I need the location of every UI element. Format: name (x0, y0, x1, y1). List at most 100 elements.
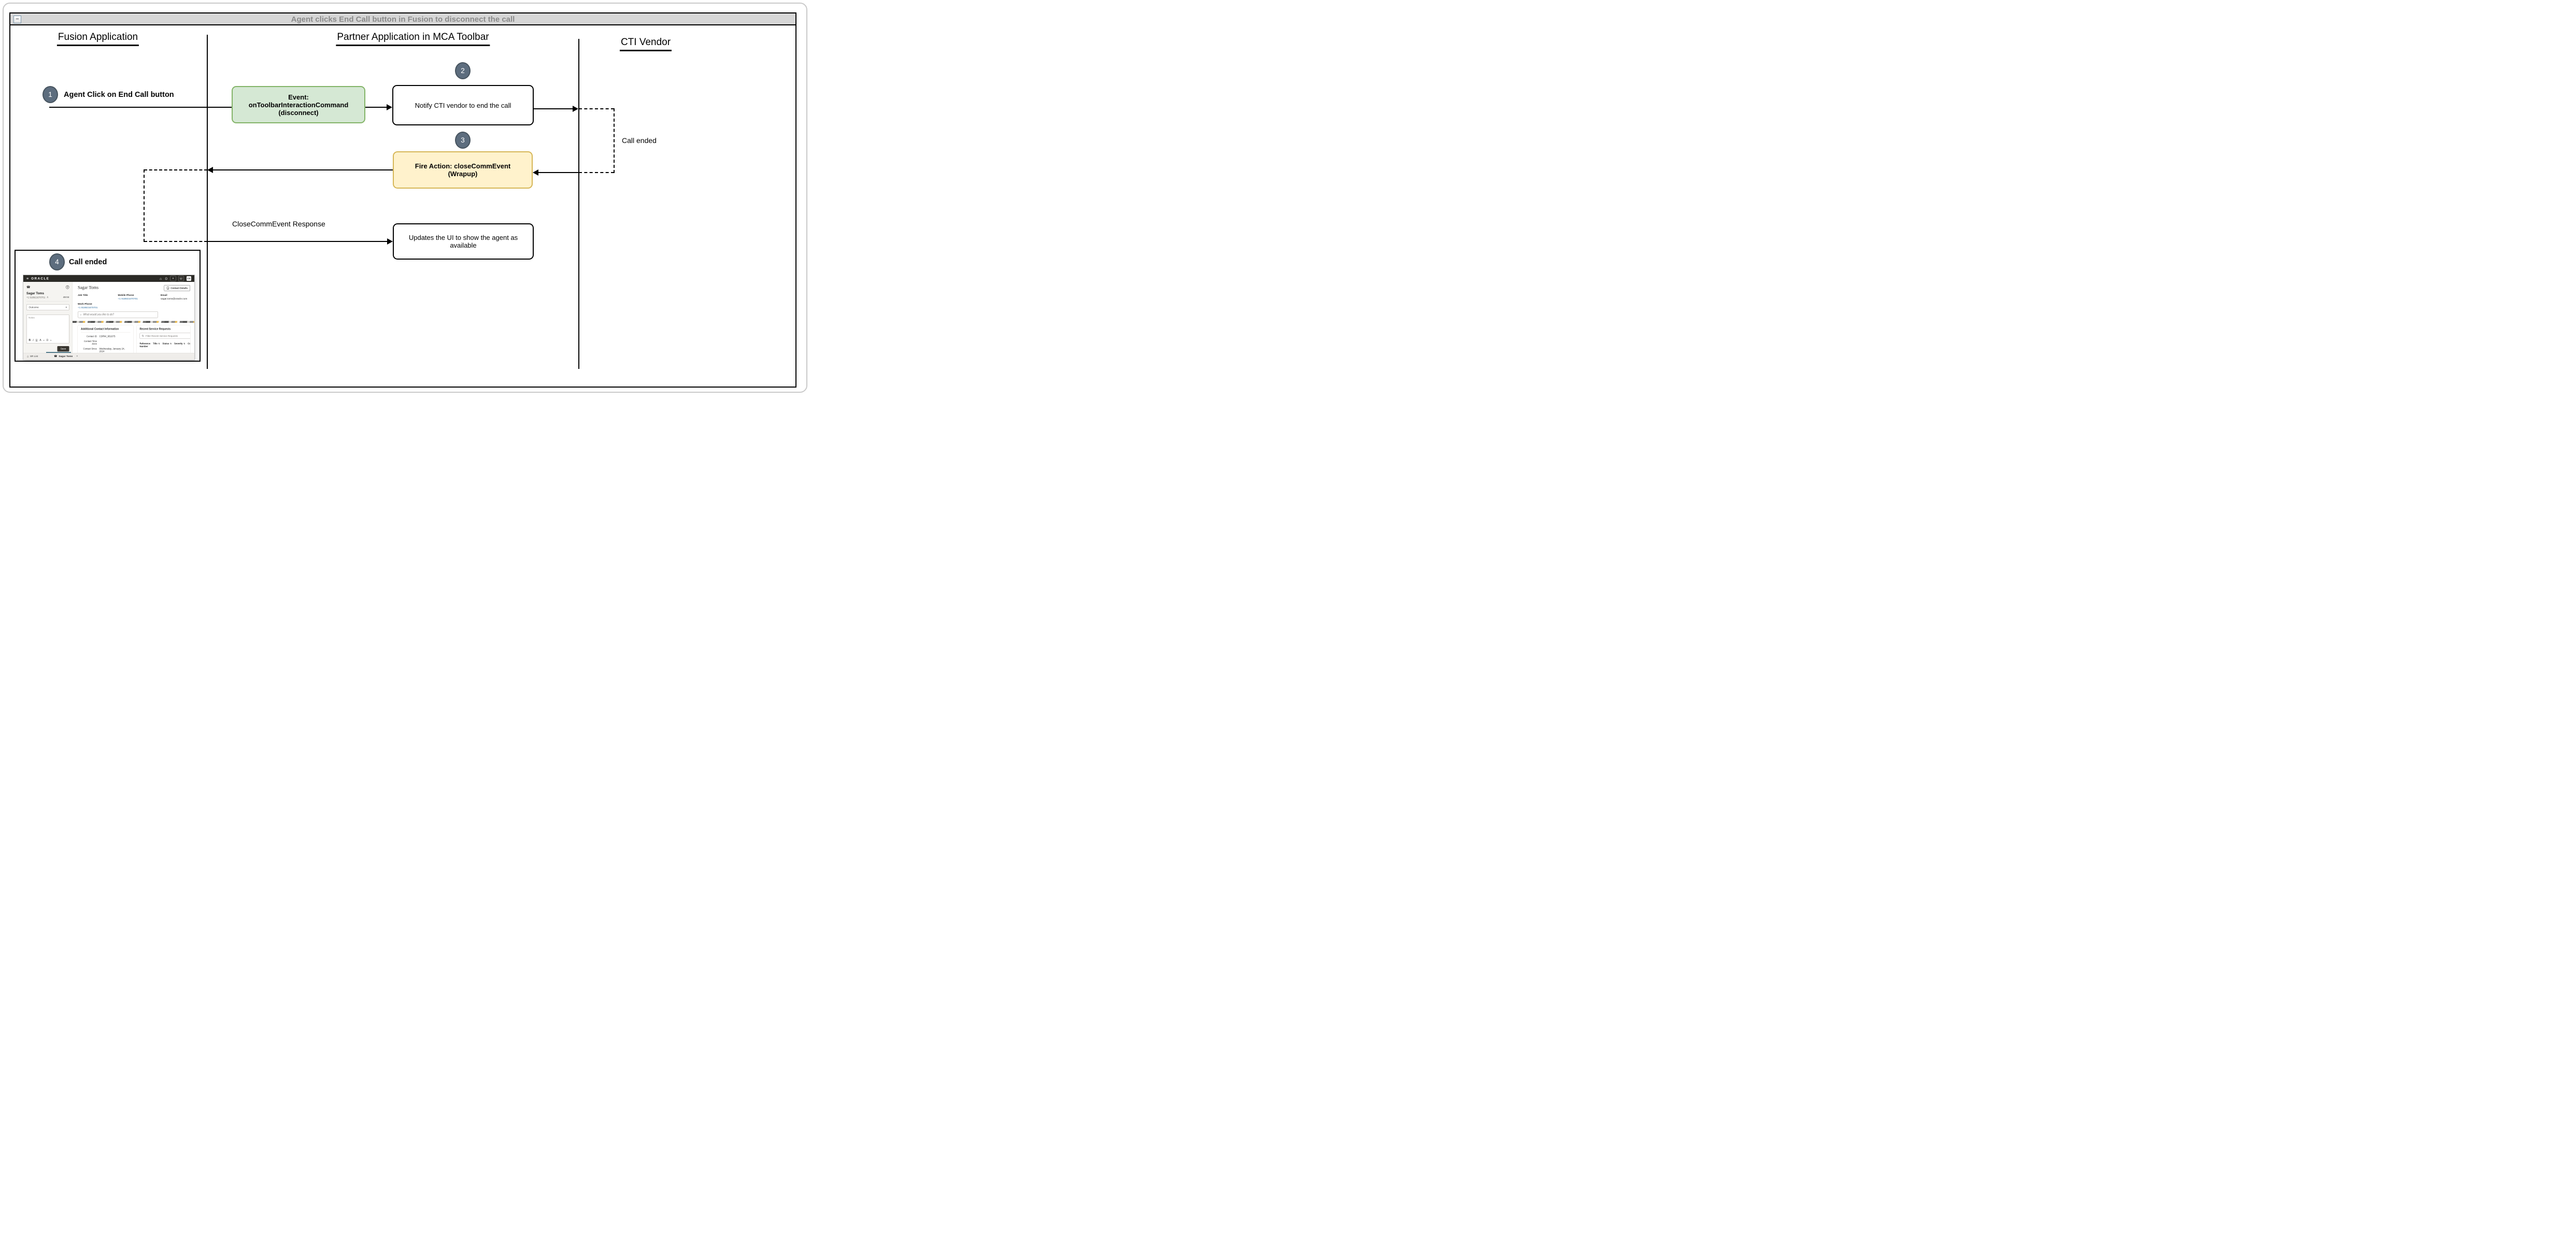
content-cards: Additional Contact Information Contact I… (78, 325, 190, 353)
card-title: Recent Service Requests (139, 327, 171, 331)
person-icon (47, 296, 49, 298)
arrow-line-cti-to-fire (538, 172, 579, 173)
font-color-button[interactable]: A (39, 339, 41, 342)
assistant-search-input[interactable]: › What would you like to do? (78, 311, 158, 318)
node-text: Notify CTI vendor to end the call (415, 101, 511, 109)
node-event-ontoolbarinteractioncommand: Event: onToolbarInteractionCommand (disc… (232, 86, 365, 123)
arrowhead-response-to-updates (387, 238, 393, 245)
arrowhead-fire-to-partner (207, 167, 213, 173)
chevron-down-icon: ▾ (43, 339, 45, 341)
notes-placeholder: Notes (29, 316, 35, 319)
sort-icon: ⇅ (158, 342, 160, 345)
caller-number: +1 918921670701 (26, 296, 46, 299)
home-icon[interactable]: ⌂ (160, 276, 162, 281)
document-icon (167, 287, 169, 290)
field-job-title: Job Title (78, 294, 88, 297)
diagram-titlebar: − Agent clicks End Call button in Fusion… (10, 13, 795, 25)
card-title: Additional Contact Information (81, 327, 119, 331)
bold-button[interactable]: B (29, 339, 31, 342)
italic-button[interactable]: I (33, 339, 34, 342)
column-contact[interactable]: Contact (188, 342, 190, 345)
collapse-button[interactable]: − (13, 16, 21, 23)
phone-link[interactable]: +1 918921670701 (78, 306, 98, 309)
service-requests-header-row: Reference Number Title⇅ Status⇅ Severity… (139, 342, 191, 351)
dashed-line-fusion-top (144, 169, 207, 170)
decorative-stripe-divider (73, 321, 194, 323)
contact-details-label: Contact Details (170, 287, 188, 290)
notes-format-toolbar: B I U A ▾ Ω ▾ (29, 339, 52, 342)
additional-contact-info-card: Additional Contact Information Contact I… (78, 325, 134, 353)
sr-list-tab[interactable]: SR List (30, 355, 38, 358)
arrow-line-fire-to-partner (212, 169, 393, 170)
search-icon (141, 335, 144, 337)
symbol-button[interactable]: Ω (46, 339, 49, 342)
contact-tab[interactable]: ☎ Sagar Toms × (54, 355, 78, 358)
notes-textarea[interactable]: Notes B I U A ▾ Ω ▾ (26, 315, 69, 344)
avatar-initials[interactable]: CS (187, 276, 191, 281)
collapse-icon: − (16, 16, 19, 22)
app-body: ☎ ⓘ Sagar Toms +1 918921670701 49:04 (23, 282, 194, 353)
aci-row-contact-since: Contact Since Wednesday, January 24, 202… (83, 347, 125, 353)
active-tab-indicator (46, 352, 71, 353)
caller-name: Sagar Toms (26, 291, 44, 295)
field-mobile-phone: Mobile Phone +1 918921670701 (118, 294, 161, 301)
dashed-line-cti-vertical (614, 108, 615, 173)
step-number: 3 (461, 136, 465, 144)
recent-service-requests-card: Recent Service Requests Filter Recent Se… (136, 325, 191, 353)
phone-link[interactable]: +1 918921670701 (118, 297, 138, 301)
underline-button[interactable]: U (35, 339, 38, 342)
step-number: 4 (55, 258, 59, 266)
hamburger-menu-icon[interactable]: ≡ (26, 276, 29, 281)
lane-fusion-application: Fusion Application (56, 32, 139, 46)
chevron-down-icon: ▾ (50, 339, 51, 341)
response-label: CloseCommEvent Response (232, 220, 325, 228)
node-text: Updates the UI to show the agent as avai… (408, 234, 518, 249)
oracle-logo: ORACLE (31, 277, 50, 280)
fusion-screenshot-inner: ≡ ORACLE ⌂ × ☏ CS (23, 275, 194, 360)
dashed-line-fusion-vertical (144, 169, 145, 242)
arrowhead-cti-to-fire (533, 169, 538, 176)
chevron-down-icon: ▾ (65, 306, 67, 309)
diagram-title: Agent clicks End Call button in Fusion t… (291, 15, 515, 24)
field-work-phone: Work Phone +1 918921670701 (78, 303, 118, 309)
node-text: Fire Action: closeCommEvent (Wrapup) (415, 162, 511, 178)
step1-label: Agent Click on End Call button (64, 91, 174, 99)
fusion-screenshot: ≡ ORACLE ⌂ × ☏ CS (23, 275, 194, 360)
diagram-canvas: Fusion Application Partner Application i… (10, 25, 795, 387)
save-button[interactable]: Save (57, 346, 69, 352)
info-icon[interactable]: ⓘ (65, 285, 69, 290)
diagram-frame: − Agent clicks End Call button in Fusion… (9, 12, 796, 388)
contact-details-button[interactable]: Contact Details (164, 285, 190, 291)
chevron-right-icon: › (80, 313, 81, 317)
node-notify-cti-vendor: Notify CTI vendor to end the call (392, 85, 534, 125)
step-circle-1: 1 (42, 86, 58, 103)
field-email: Email sagar.toms@oracle.com (161, 294, 188, 301)
lane-cti-vendor: CTI Vendor (619, 37, 672, 51)
phone-icon[interactable]: ☏ (178, 276, 184, 281)
app-topbar: ≡ ORACLE ⌂ × ☏ CS (23, 275, 194, 282)
column-reference-number[interactable]: Reference Number (139, 342, 151, 348)
arrowhead-notify-to-cti (573, 106, 578, 112)
column-status[interactable]: Status⇅ (162, 342, 172, 345)
call-phone-icon: ☎ (26, 285, 31, 289)
lifeline-cti-vendor (578, 39, 579, 369)
node-fire-action-closecommevent: Fire Action: closeCommEvent (Wrapup) (393, 151, 533, 189)
message-line-step1 (49, 107, 232, 108)
outcome-select[interactable]: Outcome ▾ (26, 304, 69, 310)
arrow-line-notify-to-cti (534, 108, 573, 109)
sort-icon: ⇅ (183, 342, 186, 345)
end-call-icon[interactable]: × (170, 276, 176, 281)
sort-icon: ⇅ (169, 342, 172, 345)
step-number: 1 (48, 91, 52, 98)
contact-name-heading: Sagar Toms (78, 285, 99, 290)
app-bottombar: ⌂ SR List ☎ Sagar Toms × (23, 353, 194, 360)
contact-fields: Job Title Mobile Phone +1 918921670701 E… (78, 294, 190, 309)
step-circle-2: 2 (455, 62, 471, 79)
notifications-bell-icon[interactable] (165, 277, 168, 280)
column-title[interactable]: Title⇅ (153, 342, 160, 345)
filter-service-requests-input[interactable]: Filter Recent Service Requests (139, 333, 190, 339)
close-tab-icon[interactable]: × (76, 355, 78, 358)
column-severity[interactable]: Severity⇅ (174, 342, 186, 345)
step-circle-3: 3 (455, 132, 471, 149)
step-number: 2 (461, 67, 465, 75)
